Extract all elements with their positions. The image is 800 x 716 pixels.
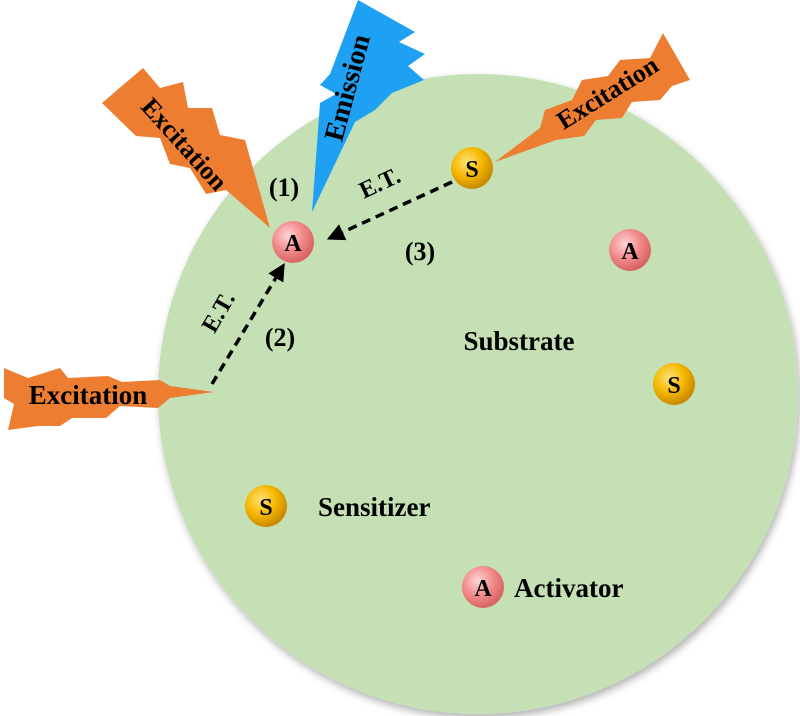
legend-activator-marker [462,566,504,608]
activator-ion-right: A [609,229,651,271]
sensitizer-ion-right: S [653,363,695,405]
legend-activator-label: Activator [514,573,623,603]
activator-symbol: A [621,239,639,265]
sensitizer-symbol: S [465,157,478,183]
activator-symbol: A [284,231,302,257]
excitation-bolt-top-right [495,33,690,162]
legend-sensitizer-symbol: S [259,495,272,521]
excitation-bolt-top-left [102,68,270,228]
legend-sensitizer: S Sensitizer [245,485,430,527]
path-label-3: (3) [405,237,435,266]
excitation-bolt-left [4,368,214,430]
energy-transfer-arrow-3 [326,180,453,241]
excitation-label-left: Excitation [29,380,148,410]
emission-bolt [312,0,425,212]
path-label-1: (1) [269,173,299,202]
energy-transfer-arrow-2 [210,263,285,385]
legend-activator-symbol: A [474,576,492,602]
sensitizer-symbol: S [667,373,680,399]
legend-sensitizer-marker [245,485,287,527]
sensitizer-ion-top: S [451,147,493,189]
path-label-2: (2) [265,323,295,352]
legend-activator: A Activator [462,566,623,608]
legend-sensitizer-label: Sensitizer [318,492,430,522]
substrate-label: Substrate [463,326,574,356]
activator-ion-central: A [272,221,314,263]
